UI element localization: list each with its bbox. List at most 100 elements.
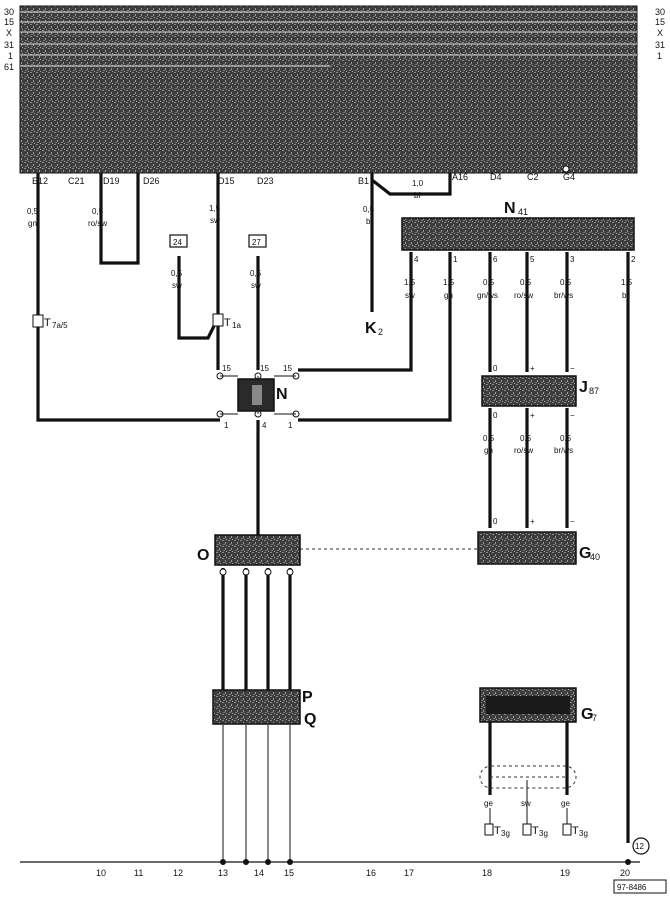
svg-text:T: T: [572, 825, 579, 837]
svg-text:+: +: [530, 411, 535, 420]
wire-n41-2-size: 1,5: [621, 278, 633, 287]
svg-text:−: −: [570, 411, 575, 420]
svg-text:3g: 3g: [579, 829, 588, 838]
bus-label-15-right: 15: [655, 17, 665, 27]
svg-text:1: 1: [288, 421, 293, 430]
svg-text:2: 2: [631, 255, 636, 264]
svg-text:5: 5: [530, 255, 535, 264]
svg-text:6: 6: [493, 255, 498, 264]
wire-e12-color: gn: [28, 219, 37, 228]
svg-text:1: 1: [453, 255, 458, 264]
component-g7: G 7: [479, 687, 597, 723]
wire-from24-size: 0,5: [171, 269, 183, 278]
svg-text:T: T: [494, 825, 501, 837]
svg-text:1: 1: [224, 421, 229, 430]
svg-text:12: 12: [173, 868, 183, 878]
svg-text:19: 19: [560, 868, 570, 878]
wire-n41-5-size: 0,5: [520, 278, 532, 287]
terminal-d26: D26: [143, 176, 160, 186]
wire-n41-4-color: sw: [405, 291, 415, 300]
bus-label-30-left: 30: [4, 7, 14, 17]
terminal-d19: D19: [103, 176, 120, 186]
svg-text:+: +: [530, 364, 535, 373]
wire-j87-minus-color: br/ws: [554, 446, 573, 455]
svg-text:J: J: [579, 379, 588, 396]
svg-text:0: 0: [493, 411, 498, 420]
svg-text:12: 12: [635, 842, 644, 851]
terminal-a16: A16: [452, 172, 468, 182]
wire-d19-color: ro/sw: [88, 219, 107, 228]
wire-j87-minus-size: 0,5: [560, 434, 572, 443]
svg-text:11: 11: [134, 868, 143, 878]
svg-text:40: 40: [590, 552, 600, 562]
svg-text:G: G: [581, 706, 593, 723]
ref-24: 24: [169, 234, 188, 248]
wire-e12: [36, 173, 220, 422]
track-numbers: 10 11 12 13 14 15 16 17 18 19 20: [96, 868, 630, 878]
svg-text:17: 17: [404, 868, 414, 878]
svg-text:15: 15: [283, 364, 292, 373]
bus-label-31-right: 31: [655, 40, 665, 50]
wire-n41-4: [298, 252, 413, 372]
wire-d15-color: sw: [210, 216, 220, 225]
svg-text:18: 18: [482, 868, 492, 878]
wire-a16: [371, 173, 452, 196]
svg-text:13: 13: [218, 868, 228, 878]
ground-ref-12: 12: [632, 837, 650, 855]
svg-text:3g: 3g: [501, 829, 510, 838]
relay-panel: 30 15 X 31 1 61 30 15 X 31 1: [4, 5, 665, 174]
wires: [36, 173, 630, 862]
wire-b1-color: bl: [366, 217, 372, 226]
wire-j87-plus-size: 0,5: [520, 434, 532, 443]
terminal-d4: D4: [490, 172, 502, 182]
svg-text:15: 15: [284, 868, 294, 878]
wire-n41-2-color: br: [622, 291, 629, 300]
svg-text:1a: 1a: [232, 321, 241, 330]
component-g40: G 40 0 + −: [477, 517, 600, 565]
wire-a16-size: 1,0: [412, 179, 424, 188]
svg-text:−: −: [570, 517, 575, 526]
svg-text:T: T: [44, 317, 51, 329]
terminal-c21: C21: [68, 176, 85, 186]
wire-n41-6-size: 0,5: [483, 278, 495, 287]
wire-n41-5-color: ro/sw: [514, 291, 533, 300]
svg-text:3g: 3g: [539, 829, 548, 838]
ref-27: 27: [248, 234, 267, 248]
bus-label-x-right: X: [657, 28, 663, 38]
terminal-d15: D15: [218, 176, 235, 186]
connector-t3g-2: T 3g: [522, 823, 548, 838]
svg-text:10: 10: [96, 868, 106, 878]
bus-label-1-right: 1: [657, 51, 662, 61]
svg-text:7: 7: [592, 713, 597, 723]
wire-from24-color: sw: [172, 281, 182, 290]
terminal-b1: B1: [358, 176, 369, 186]
svg-text:14: 14: [254, 868, 264, 878]
terminal-c2: C2: [527, 172, 539, 182]
wire-n41-1-color: gn: [444, 291, 453, 300]
svg-text:4: 4: [414, 255, 419, 264]
svg-text:97-8486: 97-8486: [617, 883, 647, 892]
wire-e12-size: 0,5: [27, 207, 39, 216]
svg-text:7a/5: 7a/5: [52, 321, 68, 330]
connector-t7a5: T 7a/5: [32, 314, 68, 330]
wire-n41-3-color: br/ws: [554, 291, 573, 300]
wire-n41-1-size: 1,5: [443, 278, 455, 287]
wire-b1-size: 0,5: [363, 205, 375, 214]
bus-label-61-left: 61: [4, 62, 14, 72]
bus-label-31-left: 31: [4, 40, 14, 50]
svg-text:T: T: [224, 317, 231, 329]
wire-j87-0-color: gn: [484, 446, 493, 455]
component-n: N 15 15 15 1 4 1: [216, 364, 300, 430]
svg-text:15: 15: [260, 364, 269, 373]
svg-text:Q: Q: [304, 711, 316, 728]
ref-27-label: 27: [252, 238, 261, 247]
component-o: O: [197, 534, 301, 576]
terminal-g4-dot: [562, 165, 570, 173]
component-pq: P Q: [212, 689, 316, 728]
svg-text:87: 87: [589, 386, 599, 396]
svg-text:15: 15: [222, 364, 231, 373]
terminal-e12: E12: [32, 176, 48, 186]
svg-text:T: T: [532, 825, 539, 837]
svg-text:N: N: [504, 200, 516, 217]
bus-lines: [20, 11, 637, 67]
